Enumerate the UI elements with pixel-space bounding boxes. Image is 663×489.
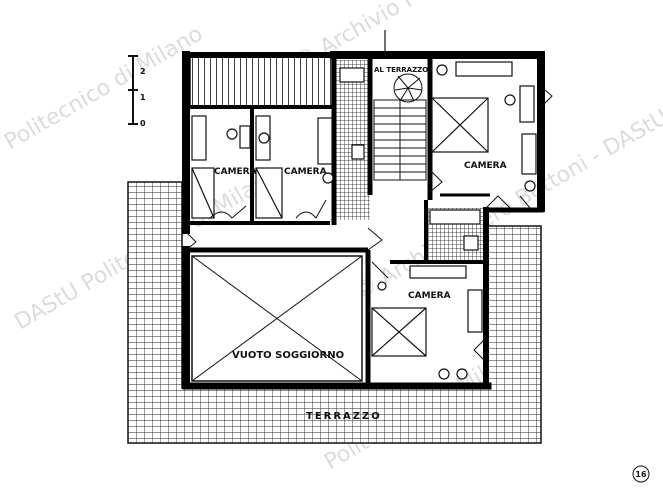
furniture [191, 61, 537, 380]
scale-label-1: 1 [140, 93, 146, 102]
door-swings [185, 85, 553, 363]
roof-strip [189, 54, 333, 108]
room-label-camera-4: CAMERA [408, 291, 451, 301]
room-label-camera-2: CAMERA [284, 167, 327, 177]
room-labels: CAMERA CAMERA CAMERA CAMERA VUOTO SOGGIO… [214, 66, 507, 422]
room-label-vuoto-soggiorno: VUOTO SOGGIORNO [232, 350, 344, 361]
corridor-bath-tiles [336, 60, 370, 220]
room-label-terrazzo: TERRAZZO [306, 411, 382, 422]
room-label-camera-3: CAMERA [464, 161, 507, 171]
scale-label-0: 0 [140, 119, 146, 128]
room-label-camera-1: CAMERA [214, 167, 257, 177]
scale-bar: 2 1 0 [128, 55, 146, 128]
sheet-number-label: 16 [635, 470, 647, 479]
living-void [191, 255, 363, 382]
interior-walls [186, 55, 490, 385]
staircase [373, 30, 427, 181]
watermark-text-1: Politecnico di Milano [1, 21, 208, 155]
sheet-number: 16 [632, 465, 650, 483]
scale-label-2: 2 [140, 67, 146, 76]
room-label-al-terrazzo: AL TERRAZZO [374, 66, 428, 74]
